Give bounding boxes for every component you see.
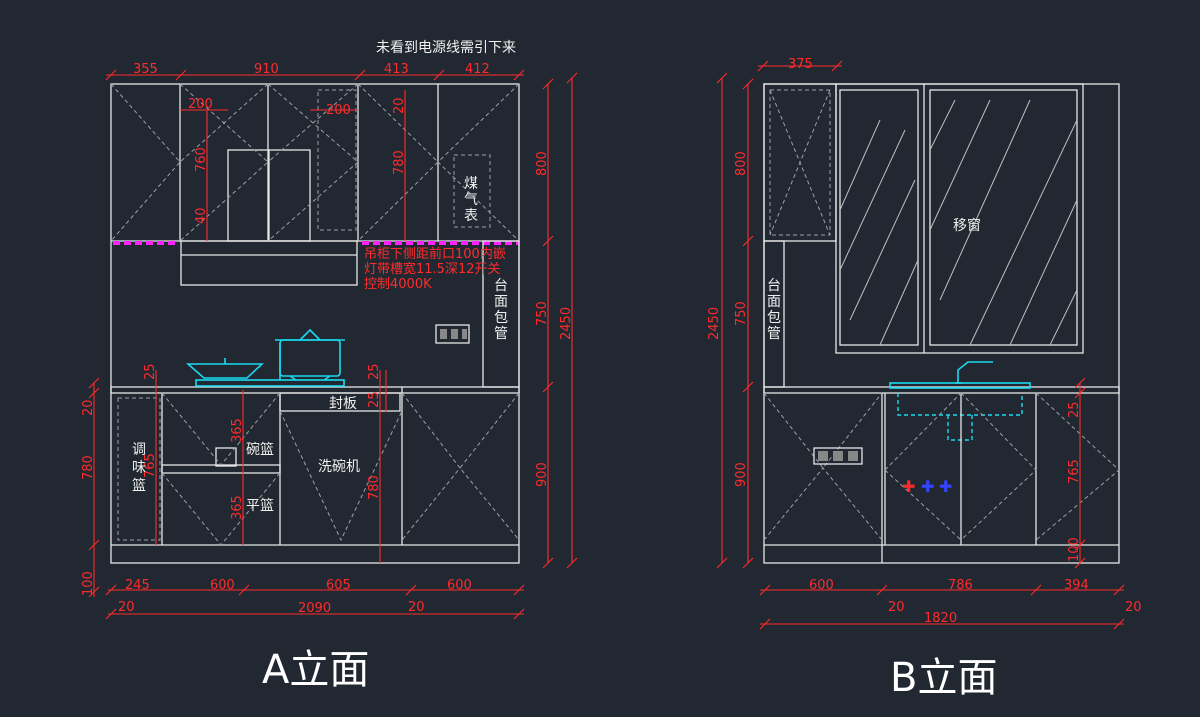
water-valves: ✚ ✚ ✚: [902, 477, 952, 496]
b-dimensions: [716, 60, 1125, 630]
a-outline: [110, 83, 520, 564]
a-dim-total-2: 2090: [298, 601, 331, 616]
a-dim-lower-3: 365: [230, 418, 245, 443]
a-dim-lower-1: 25: [143, 363, 158, 380]
b-dim-top: 375: [788, 57, 813, 72]
seasoning-label-2: 味: [132, 460, 146, 476]
a-dim-bottom-4: 600: [447, 578, 472, 593]
a-dim-bottom-2: 600: [210, 578, 235, 593]
flat-basket-label: 平篮: [246, 498, 274, 514]
gas-hob: [185, 328, 345, 387]
dishwasher-label: 洗碗机: [318, 459, 360, 475]
b-dim-bottom-2: 786: [948, 578, 973, 593]
b-pipe-label-1: 台: [767, 278, 781, 294]
title-a: A立面: [262, 647, 369, 693]
a-dim-bottom-3: 605: [326, 578, 351, 593]
a-countertop: [110, 386, 520, 394]
seal-board-label: 封板: [329, 396, 357, 412]
a-dim-top-3: 413: [384, 62, 409, 77]
a-dim-right-3: 900: [535, 462, 550, 487]
b-dim-right-3: 100: [1067, 537, 1082, 562]
seasoning-label-1: 调: [132, 442, 146, 458]
a-dim-upper-2: 40: [194, 207, 209, 224]
a-pipe-label-4: 管: [494, 326, 508, 342]
a-dim-total-1: 20: [118, 600, 135, 615]
a-socket: [435, 324, 470, 344]
gas-meter-label-3: 表: [464, 208, 478, 224]
elevation-a: [110, 83, 520, 564]
a-lower-cabinets: [111, 387, 520, 546]
b-pipe-label-2: 面: [767, 294, 781, 310]
seasoning-label-3: 篮: [132, 478, 146, 494]
a-dim-inner-2: 200: [326, 103, 351, 118]
a-dim-upper-4: 780: [392, 150, 407, 175]
b-dim-total-1: 20: [888, 600, 905, 615]
light-note-3: 控制4000K: [364, 277, 432, 292]
a-dim-right-2: 750: [535, 301, 550, 326]
a-dim-right-1: 800: [535, 151, 550, 176]
sliding-window: [835, 83, 1084, 354]
a-dim-inner-1: 200: [188, 97, 213, 112]
a-dim-bottom-1: 245: [125, 578, 150, 593]
a-dim-lower-6: 25: [367, 391, 382, 408]
b-dim-right-1: 25: [1067, 401, 1082, 418]
b-dim-bottom-3: 394: [1064, 578, 1089, 593]
title-b: B立面: [890, 655, 997, 701]
a-dimensions: [88, 69, 578, 620]
a-dim-lower-2: 765: [143, 453, 158, 478]
a-pipe-label-3: 包: [494, 310, 508, 326]
b-dim-left-3: 750: [734, 301, 749, 326]
a-dim-left-3: 100: [81, 571, 96, 596]
hood-body: [180, 240, 358, 286]
a-dim-top-2: 910: [254, 62, 279, 77]
b-pipe-label-4: 管: [767, 326, 781, 342]
a-dim-lower-4: 365: [230, 495, 245, 520]
bowl-basket-label: 碗篮: [246, 442, 274, 458]
a-dim-left-1: 20: [81, 399, 96, 416]
b-dim-total-3: 20: [1125, 600, 1142, 615]
a-pipe-label-2: 面: [494, 294, 508, 310]
light-note-1: 吊柜下侧距前口100内嵌: [364, 246, 506, 262]
a-dim-lower-5: 25: [367, 363, 382, 380]
a-dim-total-3: 20: [408, 600, 425, 615]
b-pipe-label-3: 包: [767, 310, 781, 326]
light-note-2: 灯带槽宽11.5深12开关: [364, 261, 501, 277]
b-dim-left-4: 900: [734, 462, 749, 487]
elevation-b: ✚ ✚ ✚: [763, 83, 1120, 564]
a-dim-right-4: 2450: [559, 307, 574, 340]
a-dim-top-4: 412: [465, 62, 490, 77]
window-label: 移窗: [953, 217, 981, 234]
b-dim-right-2: 765: [1067, 459, 1082, 484]
a-dim-upper-1: 760: [194, 147, 209, 172]
b-lower-cabinets: [763, 392, 1120, 563]
a-dim-top-1: 355: [133, 62, 158, 77]
a-pipe-label-1: 台: [494, 278, 508, 294]
gas-meter-box: [453, 154, 491, 228]
a-dim-left-2: 780: [81, 455, 96, 480]
b-countertop: [763, 386, 1120, 394]
b-dim-left-1: 2450: [707, 307, 722, 340]
svg-text:✚: ✚: [939, 477, 952, 496]
power-line-note: 未看到电源线需引下来: [376, 40, 516, 56]
b-dim-left-2: 800: [734, 151, 749, 176]
a-dim-lower-7: 780: [367, 475, 382, 500]
b-dim-bottom-1: 600: [809, 578, 834, 593]
seal-board: [279, 392, 401, 412]
svg-text:✚: ✚: [921, 477, 934, 496]
svg-text:✚: ✚: [902, 477, 915, 496]
b-dim-total-2: 1820: [924, 611, 957, 626]
a-dim-upper-3: 20: [392, 97, 407, 114]
sink-faucet: [889, 361, 1031, 441]
gas-meter-label-2: 气: [464, 192, 478, 208]
gas-meter-label-1: 煤: [464, 176, 478, 192]
